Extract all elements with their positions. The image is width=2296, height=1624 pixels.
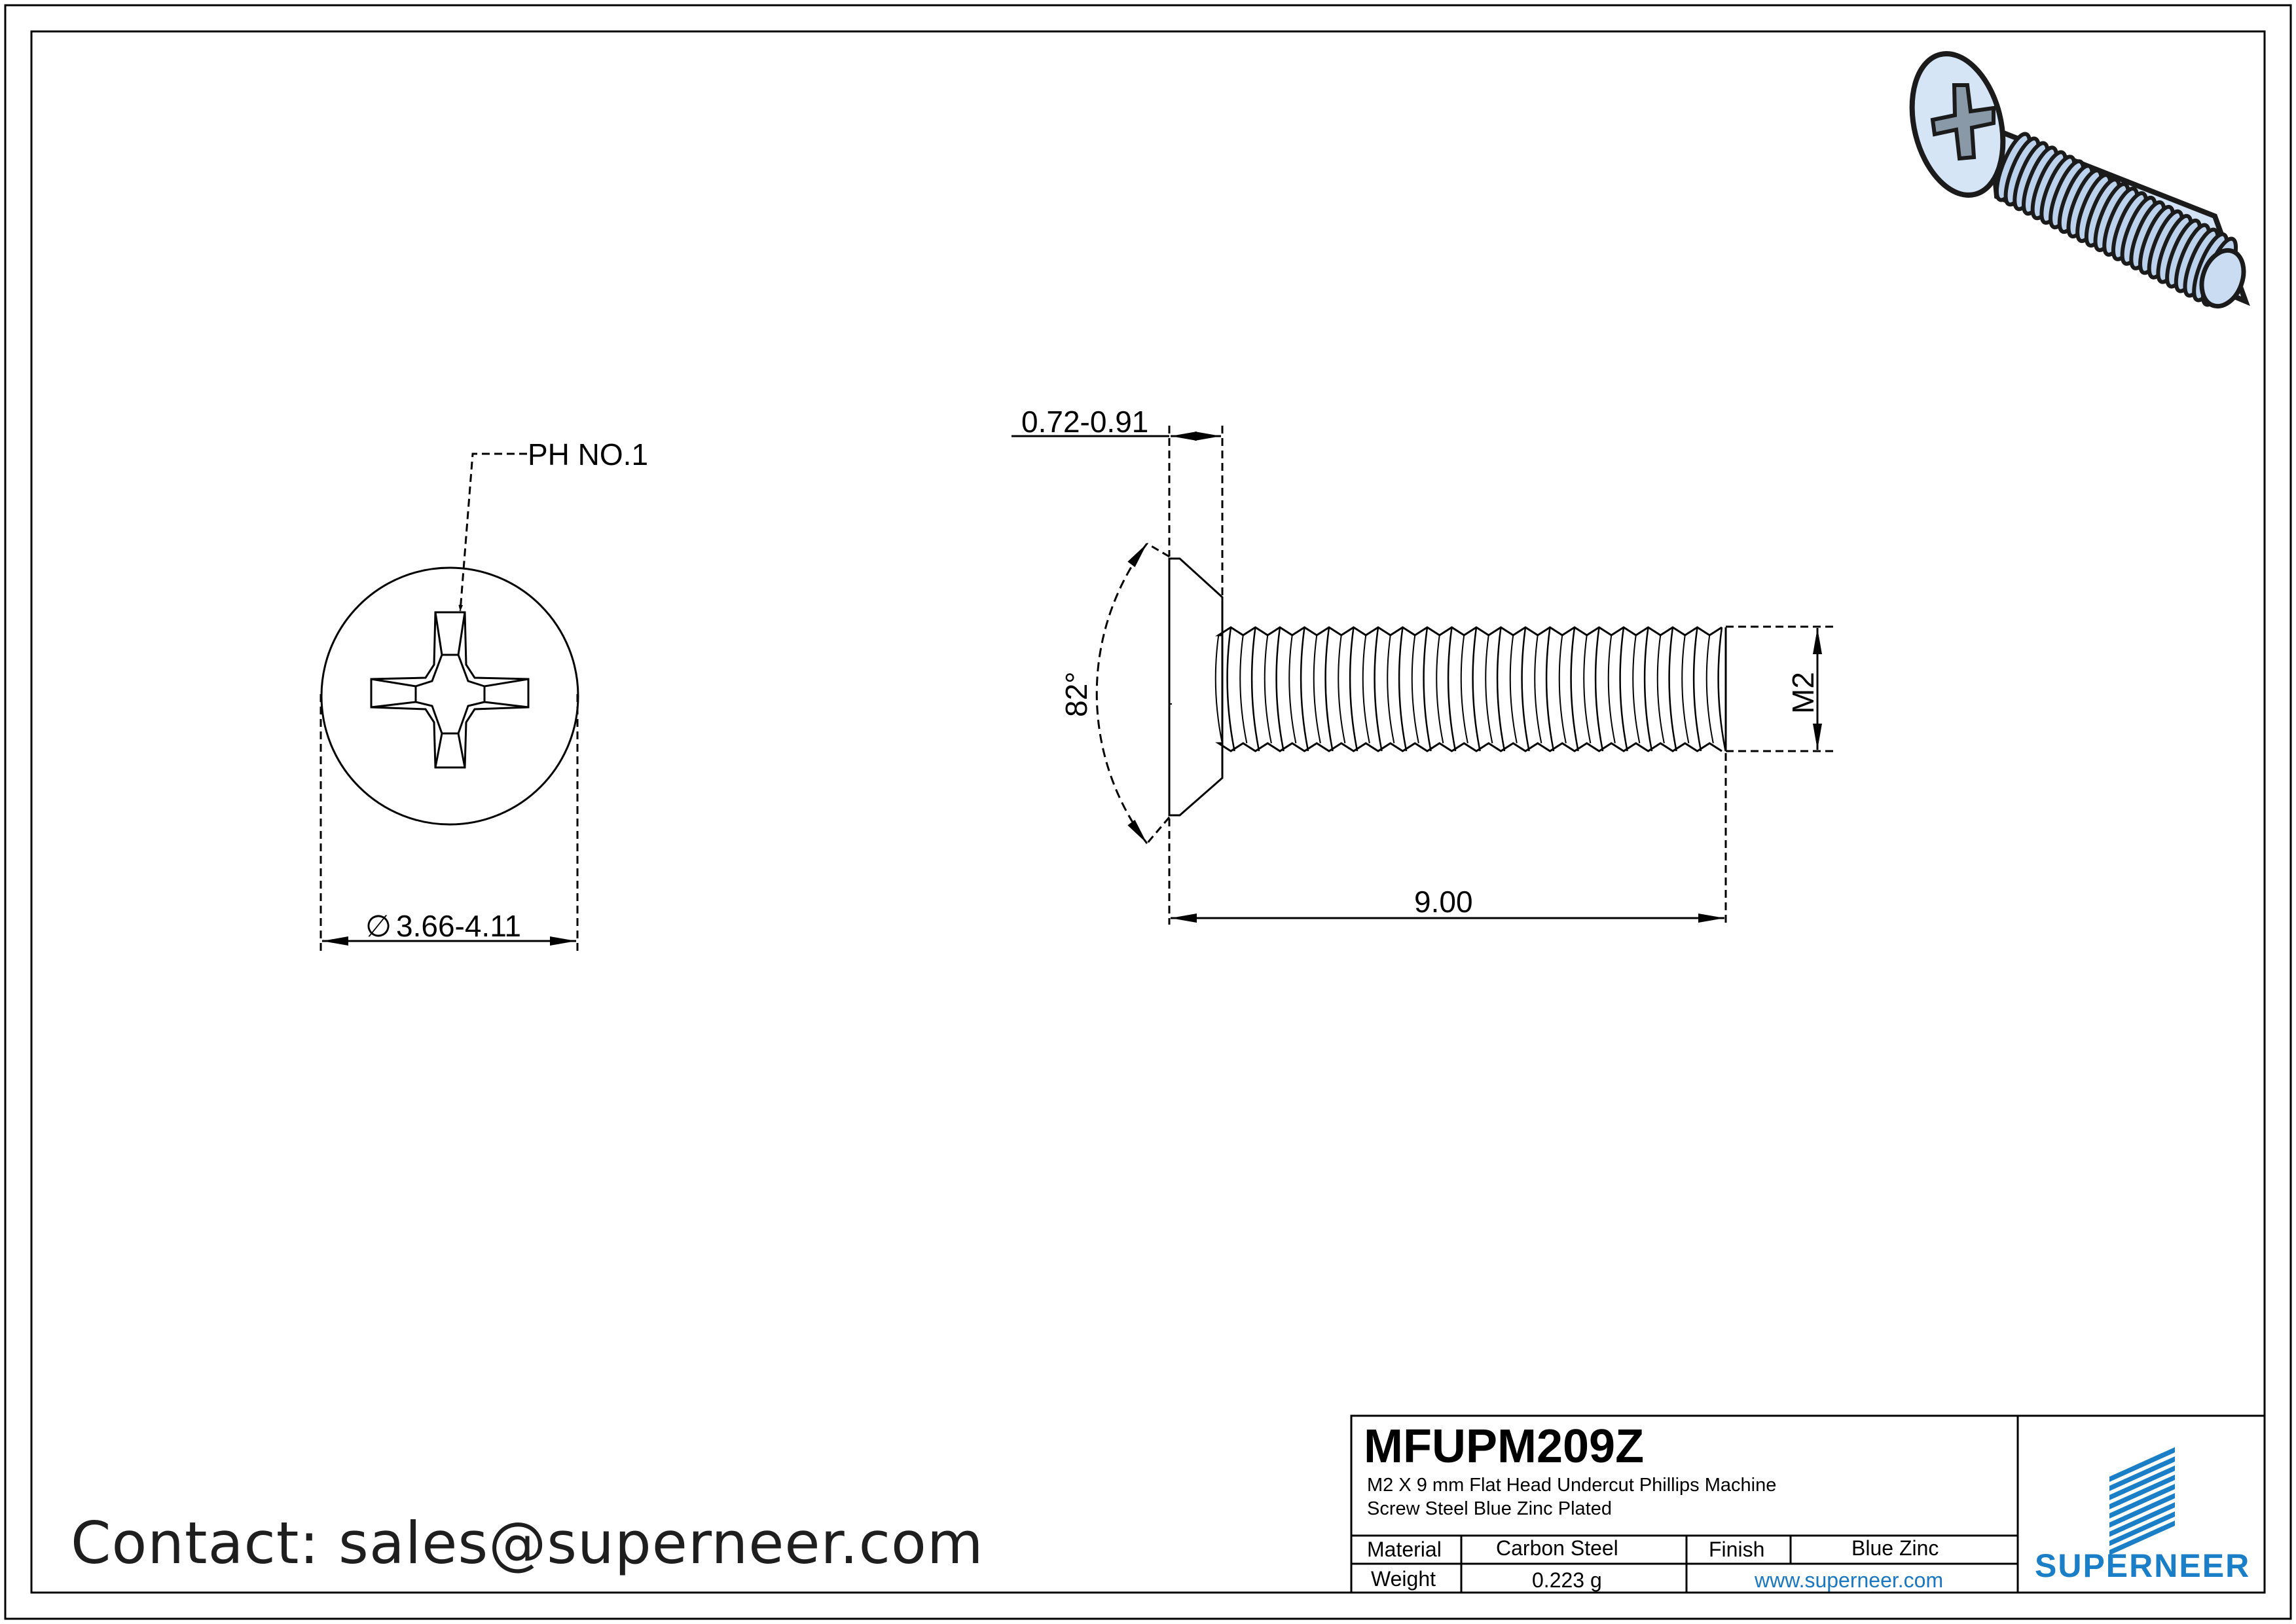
dim-head-diameter: 3.66-4.11 xyxy=(396,909,521,943)
finish-label: Finish xyxy=(1709,1538,1765,1561)
weight-value: 0.223 g xyxy=(1532,1568,1602,1592)
inner-border xyxy=(30,30,2266,1594)
dim-angle: 82° xyxy=(1059,671,1093,717)
dim-thread: M2 xyxy=(1786,672,1820,714)
head-outline xyxy=(320,566,579,826)
description-line-2: Screw Steel Blue Zinc Plated xyxy=(1367,1498,1612,1519)
material-value: Carbon Steel xyxy=(1496,1536,1618,1560)
dim-head-height: 0.72-0.91 xyxy=(1021,405,1148,439)
thread-profile xyxy=(1214,626,1727,752)
dim-length: 9.00 xyxy=(1414,885,1473,919)
recess-callout: PH NO.1 xyxy=(528,437,648,471)
side-view: 0.72-0.91 82° 9.00 M2 xyxy=(1011,405,1833,925)
end-view: PH NO.1 ∅ 3.66-4.11 xyxy=(319,437,648,953)
diameter-symbol: ∅ xyxy=(365,909,392,943)
material-label: Material xyxy=(1367,1538,1442,1561)
finish-value: Blue Zinc xyxy=(1851,1536,1939,1560)
dim-arc-angle xyxy=(1095,543,1148,844)
title-block xyxy=(1350,1414,2266,1594)
screw-3d-render xyxy=(1909,51,2250,309)
description-line-1: M2 X 9 mm Flat Head Undercut Phillips Ma… xyxy=(1367,1475,1777,1496)
superneer-logo-icon xyxy=(2109,1447,2175,1555)
phillips-recess xyxy=(370,611,530,769)
outer-border xyxy=(4,4,2292,1620)
brand-name: SUPERNEER xyxy=(2035,1547,2251,1584)
head-profile xyxy=(1168,557,1224,817)
weight-label: Weight xyxy=(1371,1567,1436,1591)
website-link[interactable]: www.superneer.com xyxy=(1755,1568,1944,1592)
part-description: M2 X 9 mm Flat Head Undercut Phillips Ma… xyxy=(1367,1473,1776,1521)
contact-line: Contact: sales@superneer.com xyxy=(71,1509,984,1577)
part-number: MFUPM209Z xyxy=(1364,1420,1645,1473)
